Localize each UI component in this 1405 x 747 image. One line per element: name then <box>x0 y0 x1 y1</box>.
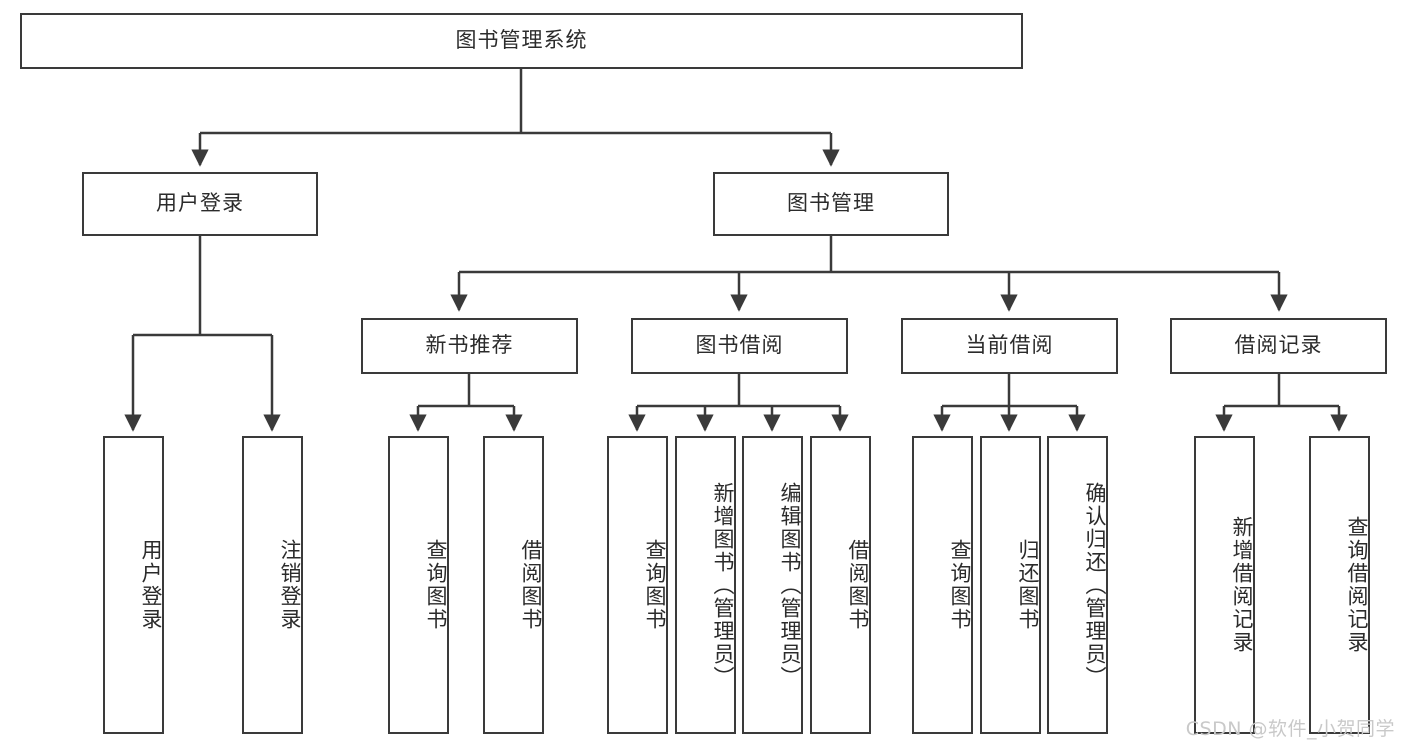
node-label: 图书管理 <box>787 191 875 216</box>
node-leaf-add-book-admin[interactable]: 新增图书（管理员） <box>675 436 736 734</box>
node-label: 借阅图书 <box>846 539 870 631</box>
node-label: 新增图书（管理员） <box>711 481 735 689</box>
node-leaf-query-borrow-record[interactable]: 查询借阅记录 <box>1309 436 1370 734</box>
node-book-borrow[interactable]: 图书借阅 <box>631 318 848 374</box>
node-root-book-management-system[interactable]: 图书管理系统 <box>20 13 1023 69</box>
node-label: 当前借阅 <box>965 333 1054 358</box>
node-leaf-lend-book[interactable]: 借阅图书 <box>810 436 871 734</box>
node-leaf-user-login[interactable]: 用户登录 <box>103 436 164 734</box>
node-leaf-query-book-recommend[interactable]: 查询图书 <box>388 436 449 734</box>
node-label: 借阅图书 <box>519 539 543 631</box>
node-label: 新增借阅记录 <box>1230 516 1254 654</box>
node-borrow-record[interactable]: 借阅记录 <box>1170 318 1387 374</box>
node-label: 查询图书 <box>643 539 667 631</box>
node-leaf-borrow-book-recommend[interactable]: 借阅图书 <box>483 436 544 734</box>
node-book-management[interactable]: 图书管理 <box>713 172 949 236</box>
node-label: 查询图书 <box>424 539 448 631</box>
node-label: 用户登录 <box>156 191 244 216</box>
node-leaf-query-book-borrow[interactable]: 查询图书 <box>607 436 668 734</box>
node-leaf-query-book-current[interactable]: 查询图书 <box>912 436 973 734</box>
node-leaf-confirm-return-admin[interactable]: 确认归还（管理员） <box>1047 436 1108 734</box>
node-label: 注销登录 <box>278 539 302 631</box>
node-label: 查询借阅记录 <box>1345 516 1369 654</box>
node-leaf-return-book[interactable]: 归还图书 <box>980 436 1041 734</box>
node-label: 归还图书 <box>1016 539 1040 631</box>
node-user-login[interactable]: 用户登录 <box>82 172 318 236</box>
node-leaf-logout[interactable]: 注销登录 <box>242 436 303 734</box>
node-leaf-add-borrow-record[interactable]: 新增借阅记录 <box>1194 436 1255 734</box>
node-label: 确认归还（管理员） <box>1083 481 1107 689</box>
node-label: 图书管理系统 <box>455 28 588 53</box>
node-current-borrow[interactable]: 当前借阅 <box>901 318 1118 374</box>
node-new-book-recommendation[interactable]: 新书推荐 <box>361 318 578 374</box>
node-label: 用户登录 <box>139 539 163 631</box>
node-label: 新书推荐 <box>425 333 514 358</box>
node-label: 借阅记录 <box>1234 333 1323 358</box>
node-label: 查询图书 <box>948 539 972 631</box>
node-label: 图书借阅 <box>695 333 784 358</box>
csdn-watermark: CSDN @软件_小贺同学 <box>1185 718 1395 740</box>
node-label: 编辑图书（管理员） <box>778 481 802 689</box>
node-leaf-edit-book-admin[interactable]: 编辑图书（管理员） <box>742 436 803 734</box>
